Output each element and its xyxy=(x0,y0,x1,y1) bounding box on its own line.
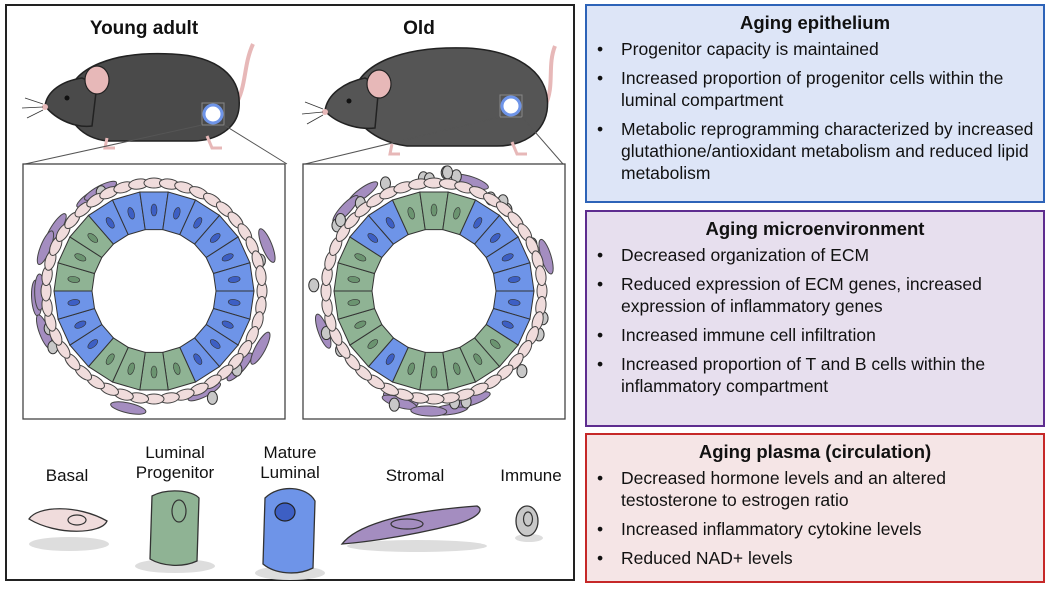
stromal-cell xyxy=(250,331,271,365)
cell-nucleus xyxy=(150,203,158,217)
cell-nucleus xyxy=(385,353,395,365)
cell-nucleus xyxy=(67,299,81,306)
cell-nucleus xyxy=(105,217,115,229)
legend-immune: Immune xyxy=(500,466,562,542)
aging-microenvironment-box: Aging microenvironment Decreased organiz… xyxy=(585,210,1045,427)
legend-lp-label-1: Luminal xyxy=(145,443,205,462)
cell-nucleus xyxy=(173,362,181,375)
cell-nucleus xyxy=(354,253,367,262)
cell-nucleus xyxy=(193,353,203,365)
cell-nucleus xyxy=(347,299,361,306)
legend-stromal: Stromal xyxy=(340,466,487,552)
legend-immune-label: Immune xyxy=(500,466,561,485)
cell-nucleus xyxy=(367,233,379,243)
young-duct-ring xyxy=(30,177,276,415)
cell-nucleus xyxy=(507,299,521,306)
cell-nucleus xyxy=(87,339,99,349)
cell-nucleus xyxy=(74,320,87,329)
basal-cell xyxy=(255,265,267,287)
cell-nucleus xyxy=(473,217,483,229)
cell-nucleus xyxy=(473,353,483,365)
cell-nucleus xyxy=(221,320,234,329)
cell-nucleus xyxy=(227,299,241,306)
young-mouse xyxy=(21,43,255,150)
cell-nucleus xyxy=(354,320,367,329)
aging-epithelium-title: Aging epithelium xyxy=(739,12,891,33)
basal-cell xyxy=(535,265,547,287)
aging-epithelium-list: Progenitor capacity is maintained Increa… xyxy=(587,38,1043,184)
immune-cell xyxy=(308,278,320,293)
cell-nucleus xyxy=(501,253,514,262)
stromal-cell xyxy=(410,405,448,417)
aging-microenvironment-title: Aging microenvironment xyxy=(705,218,925,239)
title-young-adult: Young adult xyxy=(90,18,199,39)
list-item: Decreased organization of ECM xyxy=(587,244,1035,266)
cell-nucleus xyxy=(453,207,461,220)
cell-nucleus xyxy=(209,233,221,243)
cell-nucleus xyxy=(367,339,379,349)
cell-nucleus xyxy=(74,253,87,262)
list-item: Reduced NAD+ levels xyxy=(587,547,1035,569)
cell-nucleus xyxy=(221,253,234,262)
list-item: Increased proportion of T and B cells wi… xyxy=(587,353,1035,397)
aging-epithelium-box: Aging epithelium Progenitor capacity is … xyxy=(585,4,1045,203)
cell-nucleus xyxy=(67,276,81,283)
cell-nucleus xyxy=(407,362,415,375)
cell-nucleus xyxy=(193,217,203,229)
immune-cell xyxy=(388,397,400,412)
immune-cell xyxy=(442,165,454,180)
title-old: Old xyxy=(403,18,435,39)
immune-cell xyxy=(334,213,346,228)
cell-nucleus xyxy=(105,353,115,365)
cell-nucleus xyxy=(430,203,438,217)
list-item: Reduced expression of ECM genes, increas… xyxy=(587,273,1035,317)
cell-nucleus xyxy=(347,276,361,283)
cell-nucleus xyxy=(489,339,501,349)
aging-plasma-list: Decreased hormone levels and an altered … xyxy=(587,467,1043,569)
old-mouse xyxy=(301,45,557,156)
cell-nucleus xyxy=(173,207,181,220)
list-item: Increased inflammatory cytokine levels xyxy=(587,518,1035,540)
list-item: Decreased hormone levels and an altered … xyxy=(587,467,1035,511)
list-item: Increased immune cell infiltration xyxy=(587,324,1035,346)
aging-plasma-title: Aging plasma (circulation) xyxy=(698,441,932,462)
illustration-svg: Young adult Old Basal xyxy=(21,18,566,580)
legend-basal-label: Basal xyxy=(46,466,89,485)
legend-ml-label-1: Mature xyxy=(264,443,317,462)
list-item: Increased proportion of progenitor cells… xyxy=(587,67,1035,111)
cell-nucleus xyxy=(209,339,221,349)
cell-nucleus xyxy=(87,233,99,243)
cell-nucleus xyxy=(430,365,438,379)
stromal-cell xyxy=(110,401,147,415)
aging-plasma-box: Aging plasma (circulation) Decreased hor… xyxy=(585,433,1045,583)
illustration-panel: Young adult Old Basal xyxy=(5,4,575,581)
stromal-cell xyxy=(258,228,276,263)
legend-basal: Basal xyxy=(28,466,109,551)
old-duct-ring xyxy=(308,165,554,417)
cell-nucleus xyxy=(227,276,241,283)
list-item: Metabolic reprogramming characterized by… xyxy=(587,118,1035,184)
legend-mature-luminal: Mature Luminal xyxy=(255,443,325,580)
immune-cell xyxy=(206,390,218,405)
cell-nucleus xyxy=(501,320,514,329)
legend-luminal-progenitor: Luminal Progenitor xyxy=(135,443,215,573)
cell-nucleus xyxy=(127,207,135,220)
list-item: Progenitor capacity is maintained xyxy=(587,38,1035,60)
cell-nucleus xyxy=(453,362,461,375)
cell-nucleus xyxy=(489,233,501,243)
cell-nucleus xyxy=(150,365,158,379)
immune-cell xyxy=(516,364,528,379)
cell-nucleus xyxy=(385,217,395,229)
aging-microenvironment-list: Decreased organization of ECM Reduced ex… xyxy=(587,244,1043,397)
legend-stromal-label: Stromal xyxy=(386,466,445,485)
legend-lp-label-2: Progenitor xyxy=(136,463,215,482)
cell-nucleus xyxy=(127,362,135,375)
cell-nucleus xyxy=(407,207,415,220)
legend-ml-label-2: Luminal xyxy=(260,463,320,482)
cell-nucleus xyxy=(507,276,521,283)
